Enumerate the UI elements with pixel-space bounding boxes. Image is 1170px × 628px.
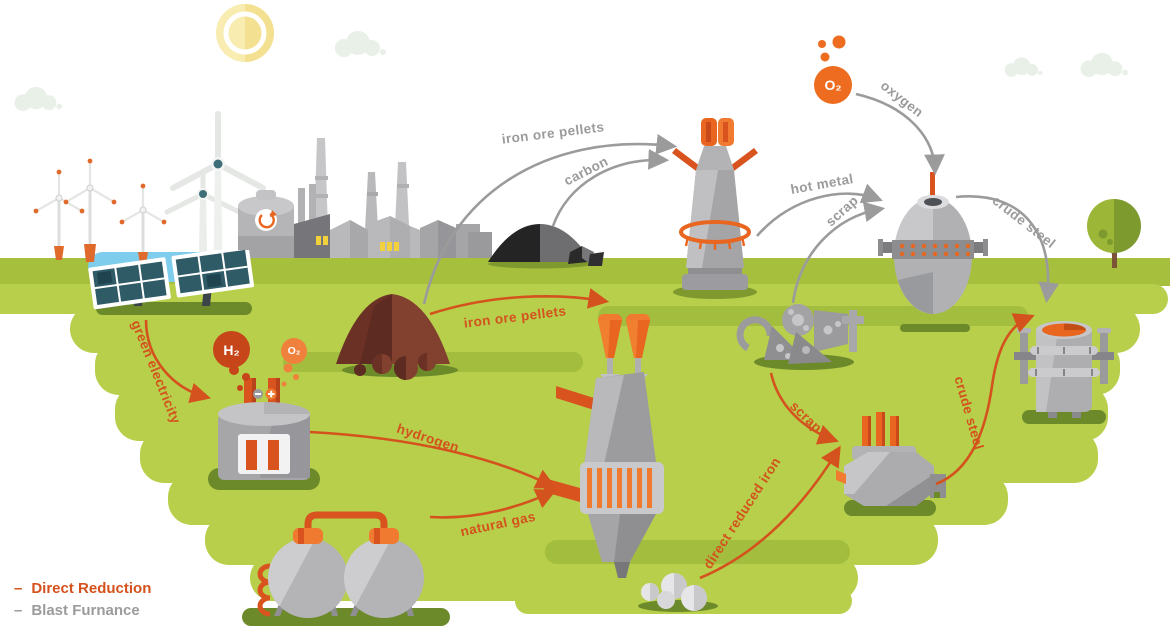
sun-icon: [216, 4, 274, 62]
o2-badge: O₂: [281, 338, 307, 364]
legend-label-blast-furnace: Blast Furnance: [31, 602, 140, 619]
gas-tanks-icon: [242, 511, 450, 626]
wind-turbine-small-icon: [33, 169, 85, 260]
legend: – Direct Reduction – Blast Furnance: [14, 578, 151, 622]
converter-icon: [878, 172, 988, 332]
iron-ore-pile-icon: [336, 294, 458, 380]
cloud-icon: [1004, 57, 1043, 77]
o2-top-badge: O₂: [814, 66, 852, 104]
coil-pipe: [257, 563, 271, 617]
arrow-bf-carbon: [551, 149, 670, 227]
legend-label-direct-reduction: Direct Reduction: [31, 580, 152, 597]
arrow-bf-iron-ore-pellets: [422, 133, 678, 305]
coal-pile-icon: [488, 224, 604, 269]
arrow-dr-iron-ore-pellets: [429, 288, 610, 316]
grass-stripe: [545, 540, 850, 564]
arrow-bf-scrap: [791, 201, 886, 304]
legend-item-direct-reduction: – Direct Reduction: [14, 578, 151, 600]
ladle-icon: [1014, 321, 1114, 424]
arrow-dr-green-electricity: [144, 319, 212, 404]
blast-furnace-icon: [672, 118, 758, 299]
wind-turbine-small-icon: [63, 158, 117, 262]
arrow-dr-scrap: [769, 372, 839, 445]
dri-pellets-icon: [638, 573, 718, 612]
arrow-dr-dri: [699, 445, 841, 580]
h2-bubbles: [229, 365, 250, 391]
cloud-icon: [14, 86, 62, 112]
arrow-dr-hydrogen: [309, 430, 557, 489]
electrolyzer-icon: [208, 363, 320, 490]
arrow-dr-crude-steel: [935, 313, 1035, 486]
legend-dash-gray: –: [14, 602, 23, 619]
o2-bubbles: [281, 363, 299, 387]
legend-item-blast-furnace: – Blast Furnance: [14, 600, 151, 622]
arrow-bf-oxygen: [855, 92, 945, 176]
dr-shaft-furnace-icon: [544, 314, 664, 578]
arrow-dr-natural-gas: [429, 489, 557, 519]
solar-panels-icon: [88, 250, 255, 315]
scrap-pile-icon: [736, 304, 864, 370]
factory-icon: [238, 138, 492, 262]
eaf-icon: [836, 412, 946, 516]
legend-dash-orange: –: [14, 580, 23, 597]
o2-top-bubbles: [818, 35, 846, 62]
tree-icon: [1087, 199, 1141, 268]
h2-badge: H₂: [213, 331, 250, 368]
cloud-icon: [335, 31, 386, 57]
arrow-bf-hot-metal: [756, 183, 883, 237]
cloud-icon: [1080, 52, 1128, 78]
gas-pipe: [304, 511, 388, 538]
arrow-bf-crude-steel: [955, 195, 1060, 304]
